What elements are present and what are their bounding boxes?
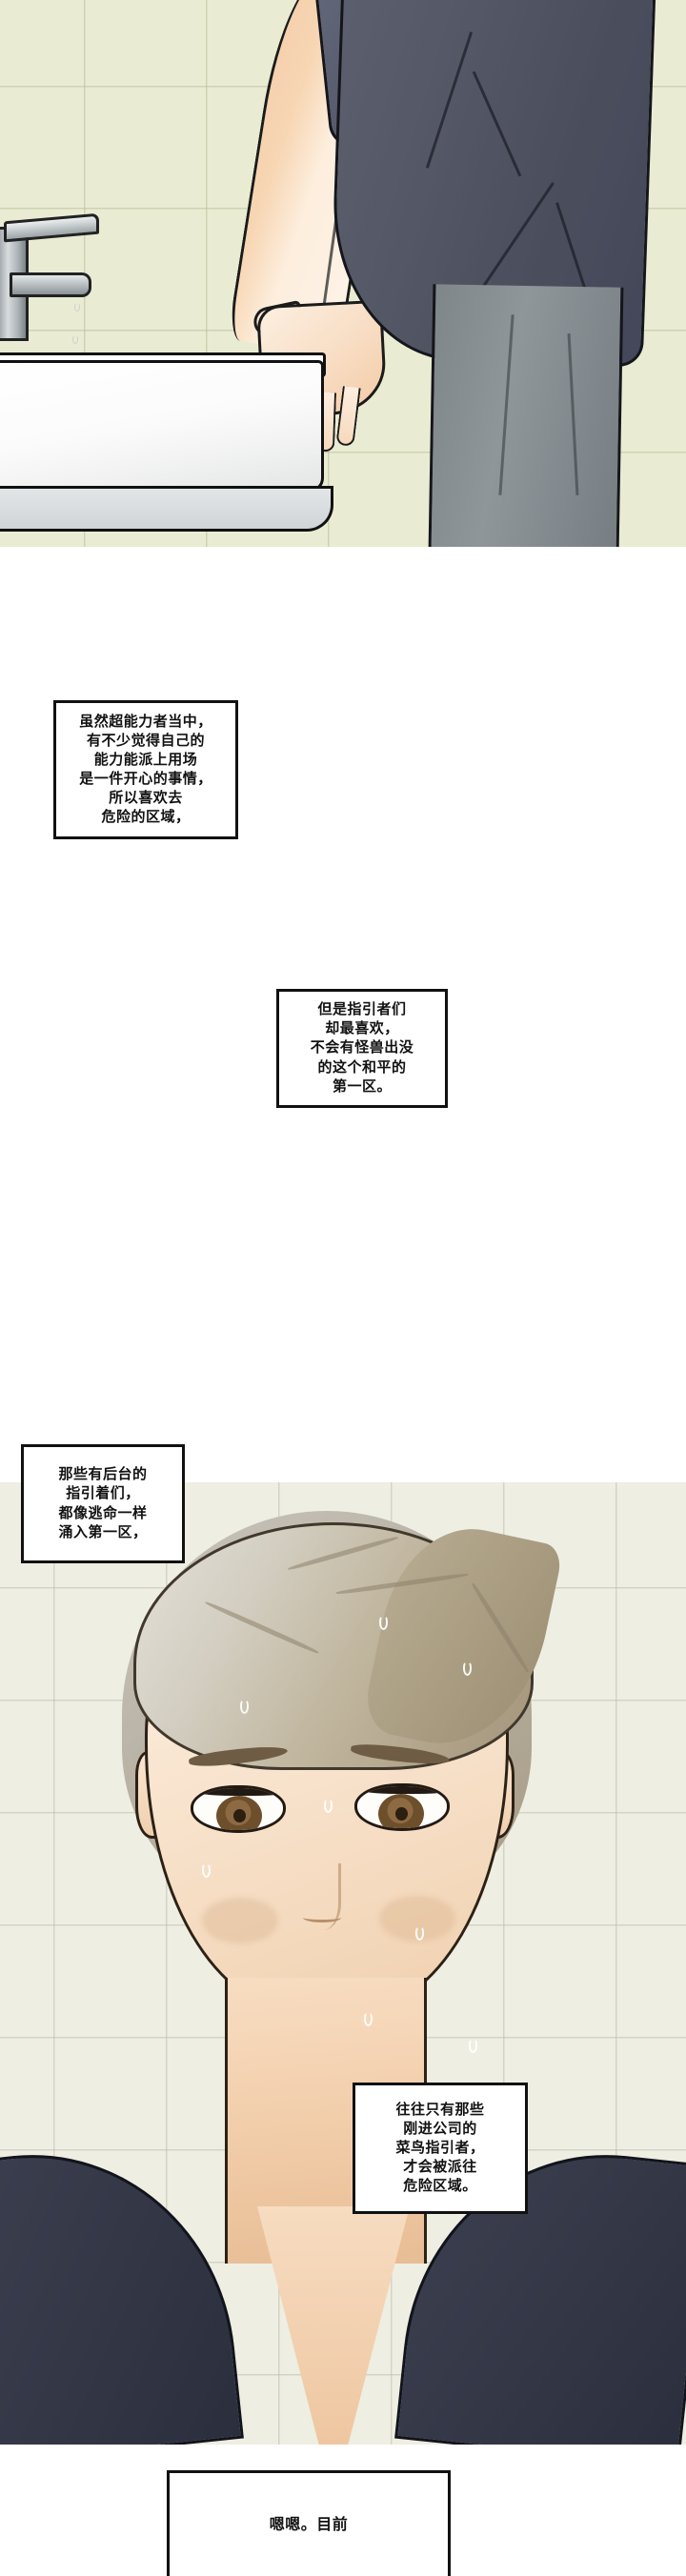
dialogue-text-5: 嗯嗯。目前 bbox=[269, 2516, 349, 2533]
sink-basin bbox=[0, 360, 324, 492]
eye-left bbox=[191, 1785, 286, 1833]
sweat-drop bbox=[364, 2012, 373, 2026]
sweat-drop bbox=[240, 1700, 249, 1714]
eyelid bbox=[193, 1788, 283, 1796]
trousers bbox=[428, 284, 624, 547]
narration-text-2: 但是指引者们 却最喜欢， 不会有怪兽出没 的这个和平的 第一区。 bbox=[310, 1001, 414, 1095]
narration-box-3: 那些有后台的 指引着们， 都像逃命一样 涌入第一区， bbox=[21, 1444, 185, 1563]
nostril bbox=[303, 1913, 341, 1922]
sink-counter bbox=[0, 486, 333, 532]
faucet-spout bbox=[10, 272, 91, 297]
nose bbox=[297, 1863, 341, 1930]
shirt-collar-left bbox=[0, 2135, 244, 2445]
sweat-drop bbox=[202, 1863, 211, 1878]
panel-2-face-closeup bbox=[0, 1482, 686, 2445]
narration-box-1: 虽然超能力者当中， 有不少觉得自己的 能力能派上用场 是一件开心的事情， 所以喜… bbox=[53, 700, 238, 839]
narration-box-4: 往往只有那些 刚进公司的 菜鸟指引者， 才会被派往 危险区域。 bbox=[353, 2083, 528, 2214]
chest-skin bbox=[257, 2206, 410, 2445]
pupil bbox=[233, 1809, 246, 1822]
sweat-drop bbox=[379, 1616, 388, 1630]
pupil bbox=[395, 1807, 408, 1821]
sweat-drop bbox=[463, 1661, 472, 1676]
character-portrait bbox=[0, 1482, 686, 2445]
narration-text-1: 虽然超能力者当中， 有不少觉得自己的 能力能派上用场 是一件开心的事情， 所以喜… bbox=[79, 713, 212, 826]
narration-text-3: 那些有后台的 指引着们， 都像逃命一样 涌入第一区， bbox=[58, 1466, 148, 1540]
water-drop bbox=[74, 303, 80, 312]
eye-right bbox=[354, 1783, 450, 1831]
sweat-drop bbox=[324, 1799, 333, 1813]
sweat-drop bbox=[415, 1926, 424, 1941]
panel-1-bathroom-sink bbox=[0, 0, 686, 547]
eyelid bbox=[357, 1786, 447, 1794]
sweat-drop bbox=[469, 2039, 477, 2053]
dialogue-box-5: 嗯嗯。目前 bbox=[167, 2470, 451, 2576]
water-drop bbox=[72, 335, 78, 344]
narration-box-2: 但是指引者们 却最喜欢， 不会有怪兽出没 的这个和平的 第一区。 bbox=[276, 989, 448, 1108]
cheek-shading bbox=[202, 1898, 278, 1943]
narration-text-4: 往往只有那些 刚进公司的 菜鸟指引者， 才会被派往 危险区域。 bbox=[395, 2101, 485, 2195]
